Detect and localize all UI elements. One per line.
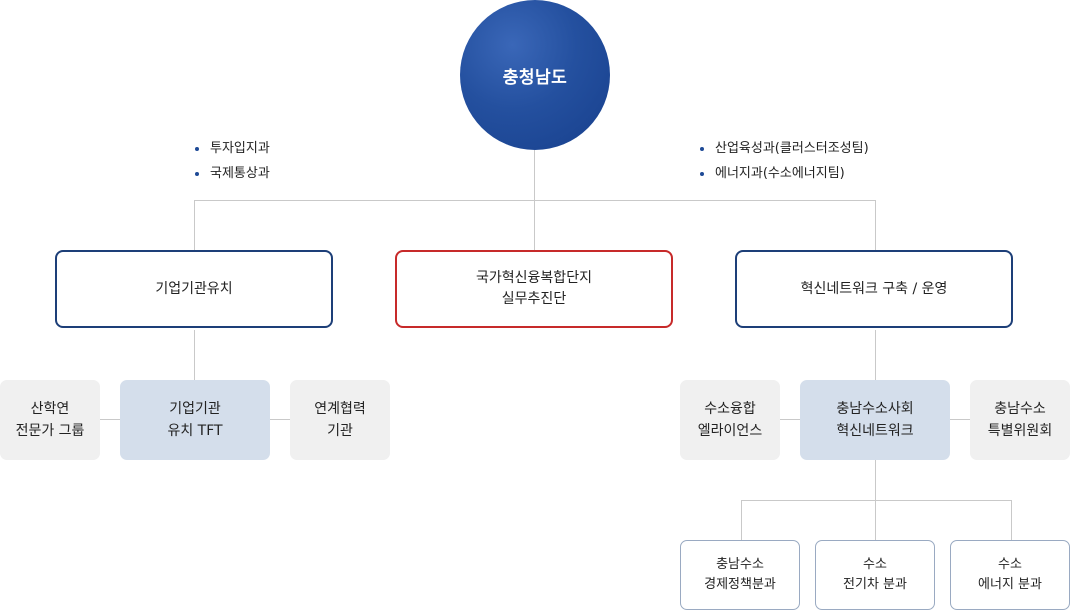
- connector-to-right-main: [875, 200, 876, 250]
- department-label: 산업육성과(클러스터조성팀): [715, 141, 869, 156]
- connector-right-main-down: [875, 330, 876, 380]
- department-label: 투자입지과: [210, 141, 270, 156]
- list-item: 국제통상과: [195, 161, 270, 186]
- sub-box-line2: 전문가 그룹: [15, 423, 85, 439]
- sub-box-line1: 충남수소: [994, 401, 1046, 417]
- main-box-corporate-attraction: 기업기관유치: [55, 250, 333, 328]
- connector-to-leaf-a: [741, 500, 742, 540]
- connector-to-leaf-c: [1011, 500, 1012, 540]
- bullet-icon: [195, 171, 199, 176]
- sub-box-line1: 산학연: [30, 401, 70, 417]
- sub-box-line1: 수소융합: [704, 401, 756, 417]
- main-box-line1: 국가혁신융복합단지: [476, 270, 592, 286]
- leaf-box-economic-policy: 충남수소 경제정책분과: [680, 540, 800, 610]
- list-item: 에너지과(수소에너지팀): [700, 161, 869, 186]
- sub-box-hydrogen-committee: 충남수소 특별위원회: [970, 380, 1070, 460]
- sub-box-line2: 유치 TFT: [167, 423, 223, 439]
- main-box-innovation-network: 혁신네트워크 구축 / 운영: [735, 250, 1013, 328]
- bullet-icon: [700, 146, 704, 151]
- right-department-list: 산업육성과(클러스터조성팀) 에너지과(수소에너지팀): [700, 136, 869, 186]
- leaf-line2: 전기차 분과: [843, 577, 907, 592]
- sub-box-line2: 기관: [327, 423, 353, 439]
- department-label: 국제통상과: [210, 166, 270, 181]
- main-box-label: 기업기관유치: [155, 280, 233, 297]
- root-label: 충청남도: [502, 67, 568, 88]
- leaf-line1: 수소: [863, 557, 887, 572]
- leaf-box-energy: 수소 에너지 분과: [950, 540, 1070, 610]
- root-node-chungcheongnam-do: 충청남도: [460, 0, 610, 150]
- list-item: 투자입지과: [195, 136, 270, 161]
- sub-box-line2: 특별위원회: [987, 423, 1053, 439]
- list-item: 산업육성과(클러스터조성팀): [700, 136, 869, 161]
- bullet-icon: [195, 146, 199, 151]
- sub-box-hydrogen-society-network: 충남수소사회 혁신네트워크: [800, 380, 950, 460]
- sub-box-attraction-tft: 기업기관 유치 TFT: [120, 380, 270, 460]
- sub-box-line1: 충남수소사회: [836, 401, 914, 417]
- left-department-list: 투자입지과 국제통상과: [195, 136, 270, 186]
- connector-left-main-down: [194, 330, 195, 380]
- sub-box-partner-institutions: 연계협력 기관: [290, 380, 390, 460]
- leaf-box-electric-vehicle: 수소 전기차 분과: [815, 540, 935, 610]
- leaf-line2: 경제정책분과: [704, 577, 776, 592]
- leaf-line2: 에너지 분과: [978, 577, 1042, 592]
- department-label: 에너지과(수소에너지팀): [715, 166, 845, 181]
- sub-box-hydrogen-alliance: 수소융합 엘라이언스: [680, 380, 780, 460]
- main-box-task-force: 국가혁신융복합단지 실무추진단: [395, 250, 673, 328]
- sub-box-line1: 연계협력: [314, 401, 366, 417]
- sub-box-line1: 기업기관: [169, 401, 221, 417]
- connector-to-left-main: [194, 200, 195, 250]
- bullet-icon: [700, 171, 704, 176]
- sub-box-academic-expert-group: 산학연 전문가 그룹: [0, 380, 100, 460]
- connector-leaves-horizontal: [741, 500, 1012, 501]
- main-box-label: 혁신네트워크 구축 / 운영: [800, 280, 948, 297]
- sub-box-line2: 엘라이언스: [697, 423, 763, 439]
- leaf-line1: 수소: [998, 557, 1022, 572]
- connector-top-horizontal: [194, 200, 876, 201]
- sub-box-line2: 혁신네트워크: [836, 423, 914, 439]
- leaf-line1: 충남수소: [716, 557, 764, 572]
- main-box-line2: 실무추진단: [501, 291, 567, 307]
